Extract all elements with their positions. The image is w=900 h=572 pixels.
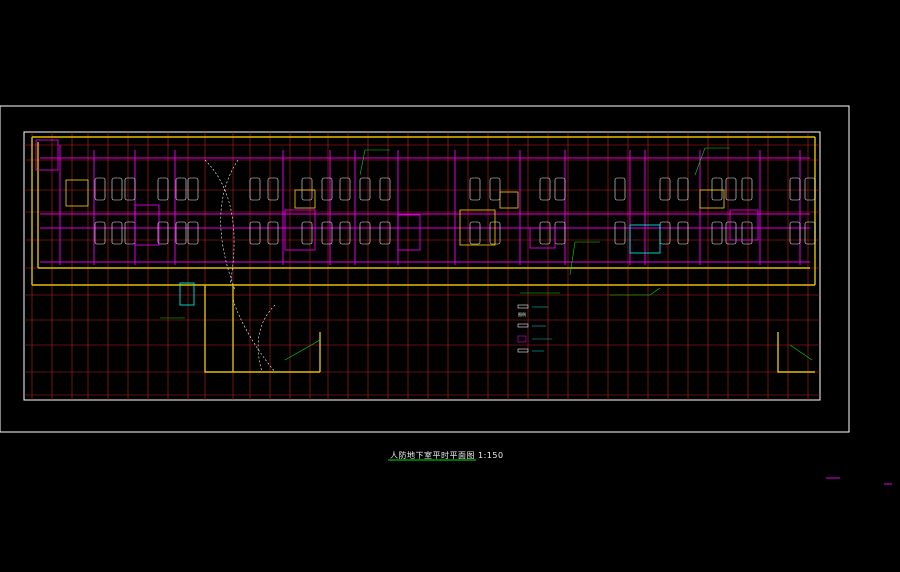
equipment-room bbox=[397, 214, 421, 251]
equipment-room bbox=[499, 191, 519, 209]
partition-walls bbox=[40, 145, 810, 265]
parking-space bbox=[124, 177, 136, 201]
parking-space bbox=[301, 177, 313, 201]
leader-line bbox=[284, 339, 321, 361]
annotation-leaders bbox=[160, 147, 813, 361]
parking-space bbox=[111, 221, 123, 245]
parking-space bbox=[187, 177, 199, 201]
parking-space bbox=[539, 177, 551, 201]
leader-line bbox=[359, 149, 366, 176]
parking-space bbox=[94, 177, 106, 201]
parking-space bbox=[725, 177, 737, 201]
parking-space bbox=[539, 221, 551, 245]
parking-space bbox=[711, 177, 723, 201]
parking-space bbox=[711, 221, 723, 245]
equipment-room bbox=[134, 204, 160, 246]
equipment-room bbox=[284, 209, 316, 251]
equipment-room bbox=[729, 209, 759, 241]
parking-space bbox=[614, 177, 626, 201]
parking-space bbox=[157, 221, 169, 245]
equipment-room bbox=[65, 179, 89, 207]
equipment-room bbox=[699, 189, 725, 209]
parking-space bbox=[321, 177, 333, 201]
parking-space bbox=[301, 221, 313, 245]
parking-space bbox=[554, 177, 566, 201]
parking-space bbox=[741, 221, 753, 245]
parking-space bbox=[677, 177, 689, 201]
parking-space bbox=[359, 221, 371, 245]
parking-space bbox=[804, 221, 816, 245]
leader-line bbox=[789, 344, 813, 361]
parking-space bbox=[614, 221, 626, 245]
equipment-room bbox=[459, 209, 496, 246]
equipment-room bbox=[529, 227, 556, 249]
equipment-room bbox=[294, 189, 316, 209]
parking-space bbox=[379, 221, 391, 245]
axis-grid bbox=[24, 132, 820, 400]
parking-space bbox=[677, 221, 689, 245]
parking-space bbox=[111, 177, 123, 201]
leader-line bbox=[694, 147, 706, 176]
parking-space bbox=[741, 177, 753, 201]
parking-space bbox=[249, 177, 261, 201]
leader-line bbox=[569, 241, 576, 276]
parking-space bbox=[157, 177, 169, 201]
legend bbox=[517, 304, 552, 353]
equipment-room bbox=[35, 139, 59, 171]
equipment-room bbox=[179, 282, 195, 306]
parking-space bbox=[94, 221, 106, 245]
parking-space bbox=[175, 221, 187, 245]
ramp-curve bbox=[204, 159, 276, 373]
parking-space bbox=[659, 177, 671, 201]
parking-space bbox=[339, 177, 351, 201]
legend-heading: 图例 bbox=[518, 312, 526, 317]
outer-walls bbox=[31, 136, 816, 373]
parking-space bbox=[249, 221, 261, 245]
parking-space bbox=[267, 177, 279, 201]
parking-space bbox=[469, 177, 481, 201]
parking-space bbox=[359, 177, 371, 201]
drawing-frame bbox=[0, 105, 850, 433]
parking-space bbox=[187, 221, 199, 245]
parking-space bbox=[339, 221, 351, 245]
parking-space bbox=[725, 221, 737, 245]
equipment-room bbox=[629, 224, 661, 254]
parking-space bbox=[175, 177, 187, 201]
leader-line bbox=[649, 287, 661, 296]
parking-space bbox=[489, 177, 501, 201]
parking-space bbox=[804, 177, 816, 201]
parking-space bbox=[379, 177, 391, 201]
parking-space bbox=[789, 221, 801, 245]
parking-space bbox=[789, 177, 801, 201]
parking-space bbox=[321, 221, 333, 245]
equipment-rooms bbox=[35, 139, 759, 306]
parking-space bbox=[267, 221, 279, 245]
parking-space bbox=[469, 221, 481, 245]
drawing-title: 人防地下室平时平面图 1:150 bbox=[390, 451, 504, 460]
